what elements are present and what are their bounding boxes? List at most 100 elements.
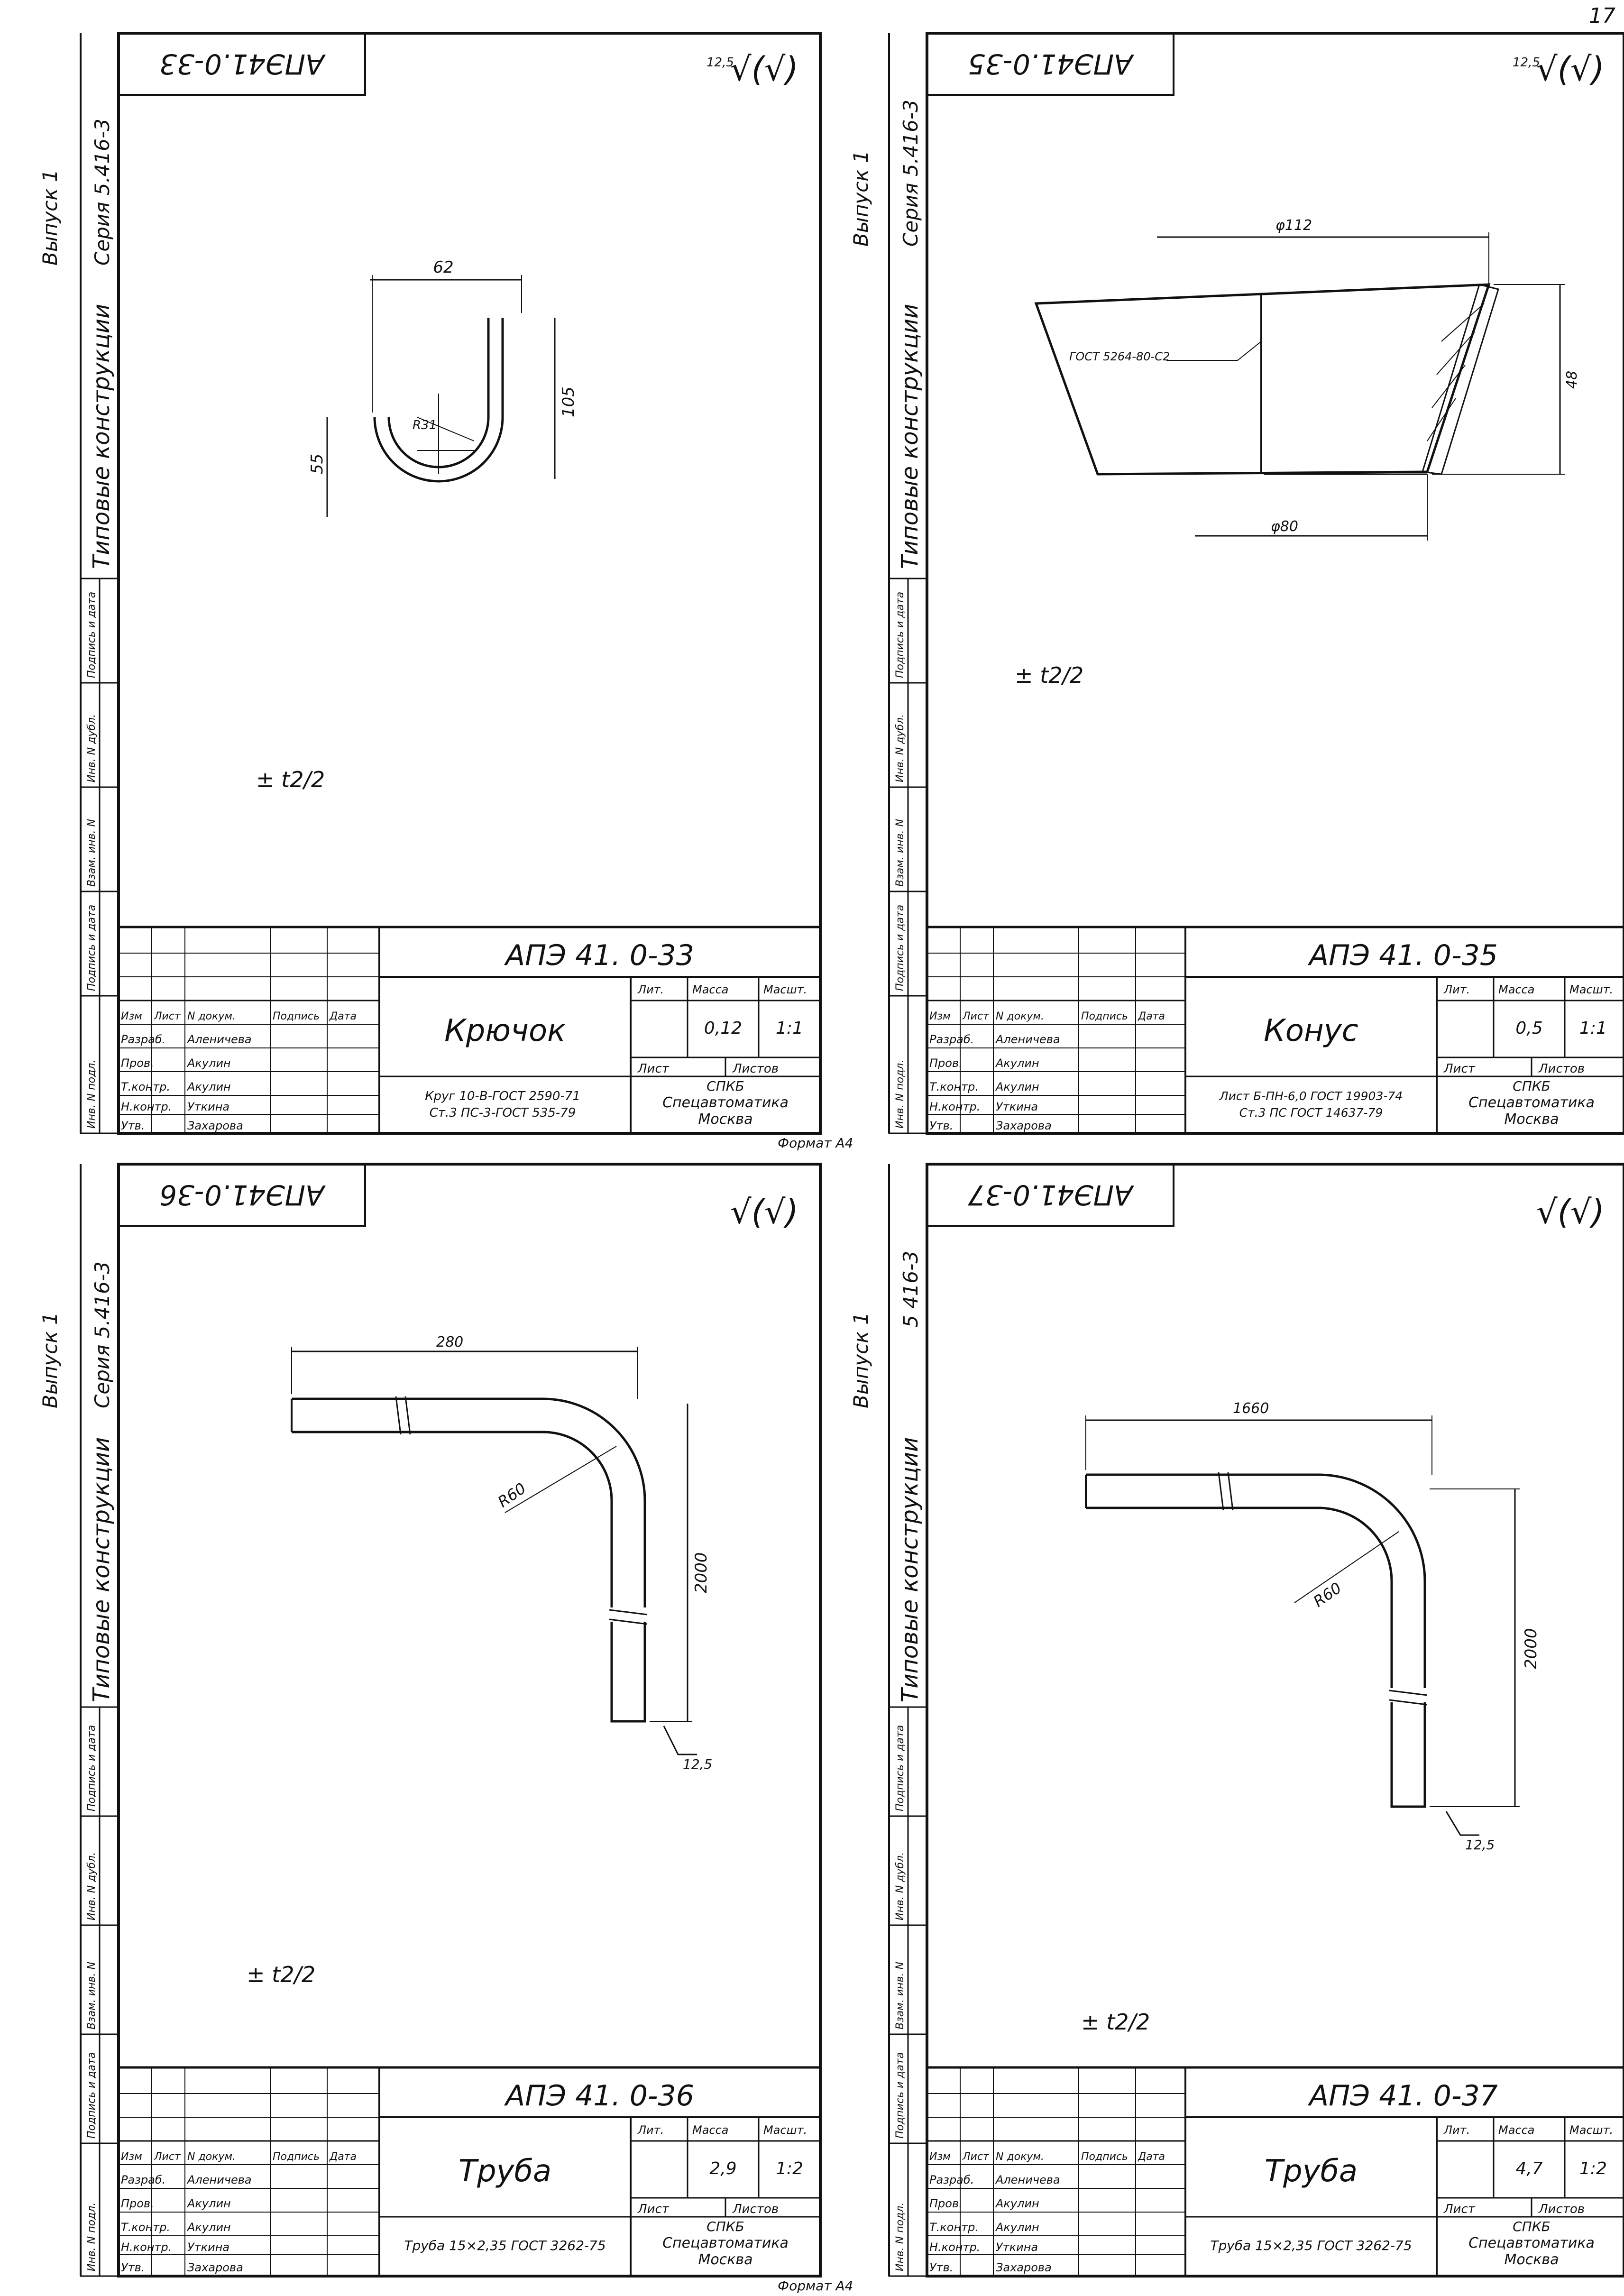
title-block-label: Лит. — [637, 2123, 664, 2137]
title-block-label: Дата — [1138, 1010, 1165, 1022]
pipe-drawing — [1085, 1415, 1520, 1836]
title-block-label: Лист — [154, 1010, 181, 1022]
title-block-label: Лист — [1443, 1062, 1476, 1076]
title-block-1: Изм Лист N докум. Подпись Дата Разраб. А… — [117, 926, 853, 1151]
stamp-cell: Взам. инв. N — [86, 819, 98, 887]
title-block-label: Пров. — [121, 1056, 154, 1070]
title-block-label: Разраб. — [929, 2173, 974, 2186]
title-block-label: Листов — [1538, 1062, 1585, 1076]
title-block-label: Уткина — [996, 1100, 1038, 1113]
title-block-label: Дата — [329, 2151, 357, 2163]
sheet-1: Выпуск 1 Серия 5.416-3 Типовые конструкц… — [38, 32, 853, 1151]
title-block-label: Формат А4 — [778, 1135, 853, 1151]
title-block-label: Пров. — [929, 2197, 963, 2210]
top-stamp-code: АПЭ41.0-35 — [968, 48, 1135, 80]
title-block-label: Лист — [1443, 2202, 1476, 2216]
title-block-label: СПКБ — [1513, 1078, 1551, 1094]
title-block-label: Изм — [929, 1010, 951, 1022]
dim-1660: 1660 — [1233, 1400, 1269, 1417]
side-vypusk: Выпуск 1 — [849, 1312, 872, 1408]
dim-55: 55 — [308, 454, 327, 474]
sheet-2: Выпуск 1 Серия 5.416-3 Типовые конструкц… — [849, 32, 1624, 1135]
title-block-label: Уткина — [187, 1100, 229, 1113]
side-tipovye: Типовые конструкции — [897, 304, 923, 569]
scale-value: 1:1 — [1579, 1019, 1607, 1038]
title-block-label: Н.контр. — [121, 2241, 172, 2254]
title-block-label: Подпись — [273, 2151, 320, 2163]
title-block-label: Масса — [1498, 983, 1535, 996]
part-title: Крючок — [444, 1013, 566, 1048]
stamp-cell: Подпись и дата — [894, 592, 906, 678]
title-block-label: Лист — [154, 2151, 181, 2163]
roughness-symbol: √(√) — [1536, 1193, 1605, 1231]
title-block-label: N докум. — [996, 2151, 1044, 2163]
stamp-cell: Подпись и дата — [894, 2052, 906, 2139]
title-block-label: Масса — [692, 2123, 729, 2137]
stamp-cell: Взам. инв. N — [894, 819, 906, 887]
top-stamp-code: АПЭ41.0-37 — [968, 1179, 1135, 1211]
side-tipovye: Типовые конструкции — [897, 1437, 923, 1702]
title-block-label: Т.контр. — [929, 2221, 979, 2234]
title-block-label: Лист — [962, 2151, 990, 2163]
title-block-label: Т.контр. — [929, 1080, 979, 1093]
title-block-label: Акулин — [186, 2197, 231, 2210]
stamp-cell: Инв. N подл. — [86, 2203, 98, 2271]
hook-drawing — [326, 275, 556, 517]
material-line-1: Труба 15×2,35 ГОСТ 3262-75 — [1210, 2238, 1412, 2253]
title-block-label: N докум. — [996, 1010, 1044, 1022]
side-seria: 5 416-3 — [899, 1251, 922, 1328]
title-block-label: Аленичева — [186, 1033, 252, 1046]
part-title: Труба — [459, 2154, 551, 2189]
tolerance-note: ± t2/2 — [1015, 662, 1083, 688]
drawing-code: АПЭ 41. 0-37 — [1307, 2079, 1498, 2112]
title-block-label: Москва — [1505, 1111, 1559, 1128]
mass-value: 0,12 — [704, 1019, 742, 1038]
stamp-cell: Инв. N подл. — [894, 1060, 906, 1129]
title-block-label: Акулин — [186, 1056, 231, 1070]
part-title: Конус — [1264, 1013, 1358, 1048]
material-line-1: Круг 10-В-ГОСТ 2590-71 — [425, 1089, 580, 1103]
title-block-label: N докум. — [187, 1010, 236, 1022]
title-block-label: Масса — [692, 983, 729, 996]
title-block-label: Т.контр. — [121, 2221, 170, 2234]
title-block-label: Н.контр. — [929, 1100, 980, 1113]
title-block-label: Акулин — [995, 1056, 1039, 1070]
stamp-cell: Взам. инв. N — [894, 1962, 906, 2030]
title-block-label: Т.контр. — [121, 1080, 170, 1093]
title-block-label: Акулин — [995, 2221, 1039, 2234]
dim-280: 280 — [436, 1334, 463, 1350]
title-block-label: Разраб. — [121, 1033, 165, 1046]
drawing-code: АПЭ 41. 0-33 — [504, 939, 694, 972]
roughness-symbol: √(√) — [730, 50, 798, 89]
title-block-label: Н.контр. — [929, 2241, 980, 2254]
title-block-label: Подпись — [1081, 2151, 1128, 2163]
stamp-cell: Подпись и дата — [86, 1725, 98, 1811]
sheet-3: Выпуск 1 Серия 5.416-3 Типовые конструкц… — [38, 1163, 853, 2294]
title-block-label: СПКБ — [706, 1078, 744, 1094]
title-block-label: Разраб. — [929, 1033, 974, 1046]
stamp-cell: Подпись и дата — [894, 1725, 906, 1811]
title-block-label: N докум. — [187, 2151, 236, 2163]
drawing-code: АПЭ 41. 0-35 — [1307, 939, 1498, 972]
title-block-label: Уткина — [996, 2241, 1038, 2254]
weld-note: ГОСТ 5264-80-С2 — [1069, 350, 1170, 363]
tolerance-note: ± t2/2 — [247, 1962, 315, 1987]
title-block-label: Дата — [1138, 2151, 1165, 2163]
side-vypusk: Выпуск 1 — [849, 150, 872, 247]
stamp-cell: Инв. N подл. — [894, 2203, 906, 2271]
title-block-label: Акулин — [995, 1080, 1039, 1093]
scale-value: 1:1 — [776, 1019, 803, 1038]
side-vypusk: Выпуск 1 — [38, 169, 62, 266]
title-block-label: Утв. — [929, 2261, 953, 2274]
title-block-label: Утв. — [121, 1119, 145, 1132]
scale-value: 1:2 — [1579, 2159, 1607, 2178]
title-block-label: Изм — [929, 2151, 951, 2163]
dim-r60: R60 — [495, 1479, 529, 1511]
title-block-label: СПКБ — [1513, 2219, 1551, 2234]
stamp-cell: Инв. N дубл. — [86, 1852, 98, 1920]
title-block-label: Масшт. — [1569, 2123, 1613, 2137]
title-block-label: СПКБ — [706, 2219, 744, 2234]
title-block-label: Акулин — [995, 2197, 1039, 2210]
side-seria: Серия 5.416-3 — [91, 1261, 114, 1408]
